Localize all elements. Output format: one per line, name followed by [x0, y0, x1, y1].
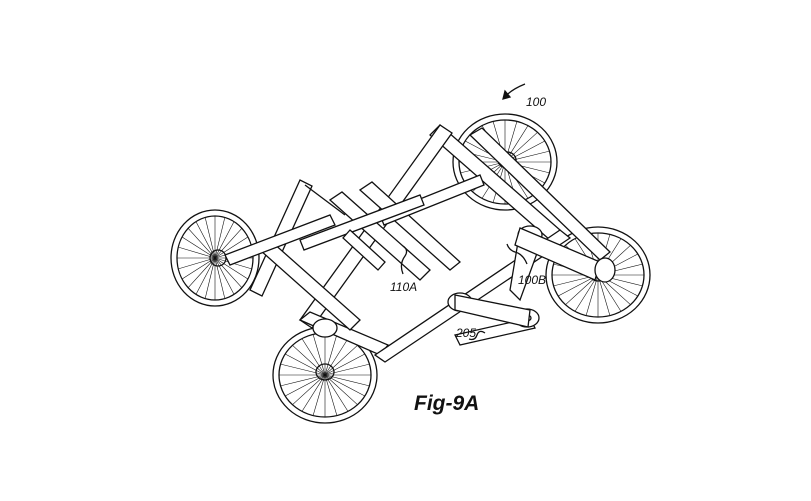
wheel-spoke [565, 274, 599, 305]
frame-tubes [224, 124, 616, 363]
wheel-spoke [285, 353, 326, 376]
wheel-spoke [324, 338, 349, 376]
ref-label-100B: 100B [518, 273, 547, 287]
wheel-spoke [301, 338, 326, 376]
wheel-spoke [324, 374, 358, 405]
ref-label-205: 205 [456, 326, 477, 340]
wheel-spoke [301, 374, 326, 412]
wheel-spoke [214, 217, 226, 259]
wheel-spoke [324, 374, 365, 397]
wheel-spoke [214, 257, 243, 288]
wheel-spoke [324, 363, 370, 376]
wheel-spoke [324, 353, 365, 376]
wheel-spoke [214, 257, 226, 299]
wheel-spoke [324, 345, 358, 376]
wheel-spoke [597, 274, 611, 316]
wheel-spoke [312, 374, 326, 416]
wheel-spoke [214, 257, 235, 295]
wheel-spoke [280, 363, 326, 376]
wheel-spoke [324, 374, 370, 387]
wheel-spoke [292, 345, 326, 376]
wheel-spoke [204, 217, 216, 259]
wheel-spoke [285, 374, 326, 397]
wheel-spoke [181, 257, 216, 280]
leader-100B [506, 243, 528, 265]
wheel-spoke [214, 228, 243, 259]
wheel-spoke [214, 257, 249, 280]
wheel-spoke [324, 374, 349, 412]
wheel-spoke [187, 228, 216, 259]
wheel-spoke [204, 257, 216, 299]
wheel-spoke [292, 374, 326, 405]
wheel-spoke [574, 274, 599, 312]
wheel-spoke [178, 246, 216, 259]
wheel-spoke [195, 257, 216, 295]
wheel-spoke [187, 257, 216, 288]
wheel-spoke [324, 334, 338, 376]
leader-110A [400, 245, 408, 275]
wheel-spoke [214, 221, 235, 259]
wheel-spoke [181, 236, 216, 259]
wheel-spoke [178, 257, 216, 270]
figure-caption: Fig-9A [414, 392, 480, 415]
arrowhead [502, 89, 512, 100]
wheel-spoke [195, 221, 216, 259]
leader-205 [468, 330, 486, 341]
wheel-spoke [324, 374, 338, 416]
wheel-spoke [585, 274, 599, 316]
wheel-spoke [280, 374, 326, 387]
wheel-spoke [214, 236, 249, 259]
ref-label-100: 100 [526, 95, 547, 109]
ref-label-110A: 110A [390, 280, 418, 294]
wheel-spoke [312, 334, 326, 376]
